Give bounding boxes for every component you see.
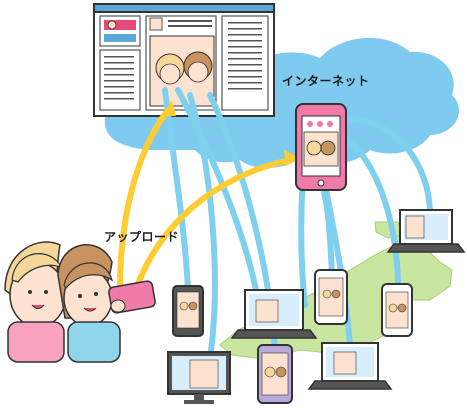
upload-arrowhead-web (162, 100, 176, 116)
internet-label: インターネット (282, 74, 370, 88)
smartphone-icon (257, 344, 293, 404)
smartphone-icon (314, 269, 348, 325)
cloud-icon (104, 37, 460, 169)
line-web-to-laptop-1 (175, 87, 261, 303)
distribution-lines (162, 87, 433, 361)
laptop-icon (307, 342, 393, 390)
upload-arrow-to-phone (132, 157, 293, 295)
laptop-icon (230, 289, 318, 339)
line-phone-to-laptop-4 (327, 115, 433, 218)
line-phone-to-phone-3 (332, 127, 401, 291)
line-web-to-phone-1 (162, 87, 191, 293)
upload-arrow-to-web (117, 107, 171, 291)
upload-arrowhead-phone (284, 150, 300, 166)
desktop-monitor-icon (167, 351, 231, 404)
line-web-to-monitor (187, 92, 218, 361)
smartphone-icon (381, 283, 413, 337)
upload-arrows (117, 107, 293, 295)
smartphone-icon (295, 103, 347, 191)
laptop-icon (386, 209, 466, 253)
people-illustration (4, 241, 156, 363)
smartphone-icon (172, 285, 204, 337)
upload-label: アップロード (104, 230, 180, 244)
